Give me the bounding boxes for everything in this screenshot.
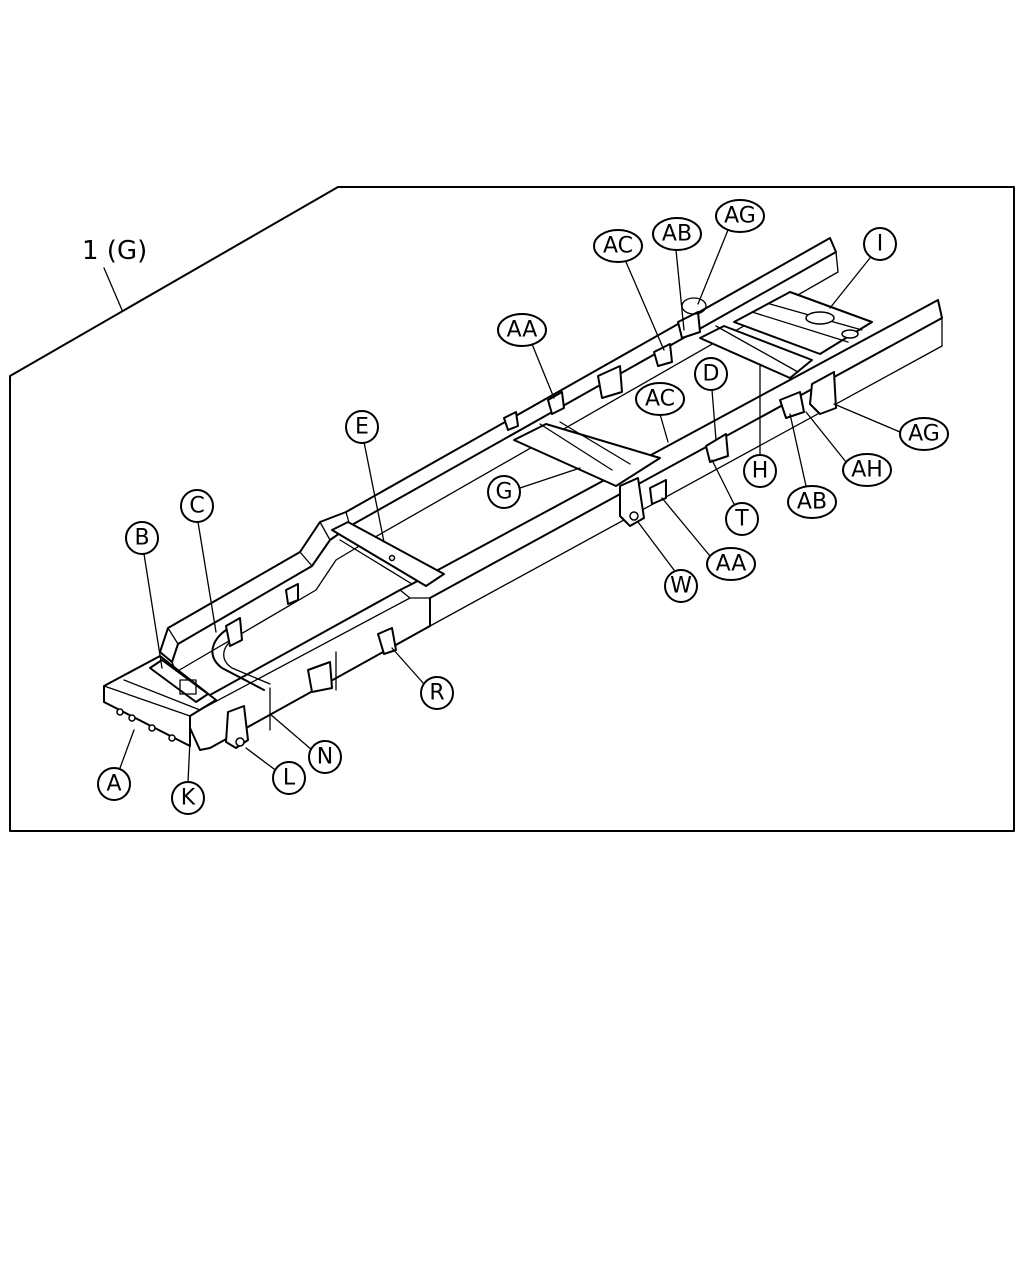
svg-text:W: W bbox=[670, 574, 692, 599]
bracket-aa-upper bbox=[547, 391, 565, 415]
callout-b[interactable]: B bbox=[125, 521, 163, 669]
bracket-front-left bbox=[225, 617, 243, 647]
callout-n[interactable]: N bbox=[269, 713, 342, 774]
crossmember-h bbox=[699, 325, 813, 379]
callout-ah[interactable]: AH bbox=[805, 411, 892, 487]
callout-k[interactable]: K bbox=[171, 739, 205, 815]
svg-text:C: C bbox=[189, 494, 204, 519]
left-side-rail bbox=[159, 237, 837, 663]
callouts: AG AB AC I AA D bbox=[97, 199, 949, 815]
callout-ab-right[interactable]: AB bbox=[787, 413, 837, 519]
callout-c[interactable]: C bbox=[180, 489, 217, 633]
callout-t[interactable]: T bbox=[711, 459, 759, 536]
bracket-ab-top bbox=[677, 311, 701, 339]
svg-text:AG: AG bbox=[908, 422, 940, 447]
bracket-ac-top bbox=[653, 343, 673, 367]
bracket-upper-mid bbox=[597, 365, 623, 399]
assembly-label: 1 (G) bbox=[82, 236, 147, 266]
callout-ac-mid[interactable]: AC bbox=[635, 382, 685, 443]
crossmember-b bbox=[149, 659, 209, 703]
callout-ac-top[interactable]: AC bbox=[593, 229, 665, 351]
right-side-rail bbox=[189, 299, 943, 751]
svg-text:AH: AH bbox=[851, 458, 883, 483]
callout-g[interactable]: G bbox=[487, 467, 581, 509]
svg-text:T: T bbox=[734, 507, 749, 532]
svg-text:AB: AB bbox=[662, 222, 692, 247]
bracket-ag-right bbox=[809, 371, 837, 415]
svg-text:AC: AC bbox=[645, 387, 675, 412]
callout-aa-bottom[interactable]: AA bbox=[661, 497, 756, 581]
callout-w[interactable]: W bbox=[637, 521, 698, 603]
callout-d[interactable]: D bbox=[694, 357, 728, 441]
svg-text:L: L bbox=[283, 766, 296, 791]
crossmember-e bbox=[331, 521, 445, 587]
callout-aa-top[interactable]: AA bbox=[497, 313, 555, 399]
callout-ag-top[interactable]: AG bbox=[697, 199, 765, 305]
svg-text:G: G bbox=[495, 480, 512, 505]
svg-text:AC: AC bbox=[603, 234, 633, 259]
svg-text:H: H bbox=[752, 459, 769, 484]
callout-i[interactable]: I bbox=[829, 227, 897, 309]
svg-text:D: D bbox=[703, 362, 720, 387]
svg-text:A: A bbox=[106, 772, 121, 797]
callout-e[interactable]: E bbox=[345, 410, 385, 543]
callout-l[interactable]: L bbox=[245, 747, 306, 795]
svg-text:N: N bbox=[317, 745, 333, 770]
svg-text:AG: AG bbox=[724, 204, 756, 229]
callout-a[interactable]: A bbox=[97, 729, 135, 801]
crossmember-g bbox=[513, 423, 661, 487]
crossmember-c bbox=[211, 629, 265, 691]
svg-text:B: B bbox=[134, 526, 149, 551]
svg-text:AA: AA bbox=[716, 552, 747, 577]
assembly-leader bbox=[103, 267, 123, 311]
callout-ab-top[interactable]: AB bbox=[652, 217, 702, 331]
svg-text:K: K bbox=[181, 786, 196, 811]
bracket-side-small bbox=[285, 583, 299, 605]
svg-text:R: R bbox=[429, 681, 444, 706]
bracket-r bbox=[377, 627, 397, 655]
svg-text:I: I bbox=[877, 232, 884, 257]
bracket-d bbox=[705, 433, 729, 463]
callout-r[interactable]: R bbox=[391, 647, 454, 710]
svg-text:AA: AA bbox=[507, 318, 538, 343]
svg-text:AB: AB bbox=[797, 490, 827, 515]
bracket-n bbox=[307, 661, 333, 693]
callout-h[interactable]: H bbox=[743, 365, 777, 488]
svg-text:E: E bbox=[355, 415, 369, 440]
callout-ag-right[interactable]: AG bbox=[833, 403, 949, 451]
bracket-rail-top bbox=[503, 411, 519, 431]
diagram-border bbox=[9, 186, 1015, 832]
bracket-ab-right bbox=[779, 391, 805, 419]
hook-ag-top bbox=[681, 297, 707, 315]
